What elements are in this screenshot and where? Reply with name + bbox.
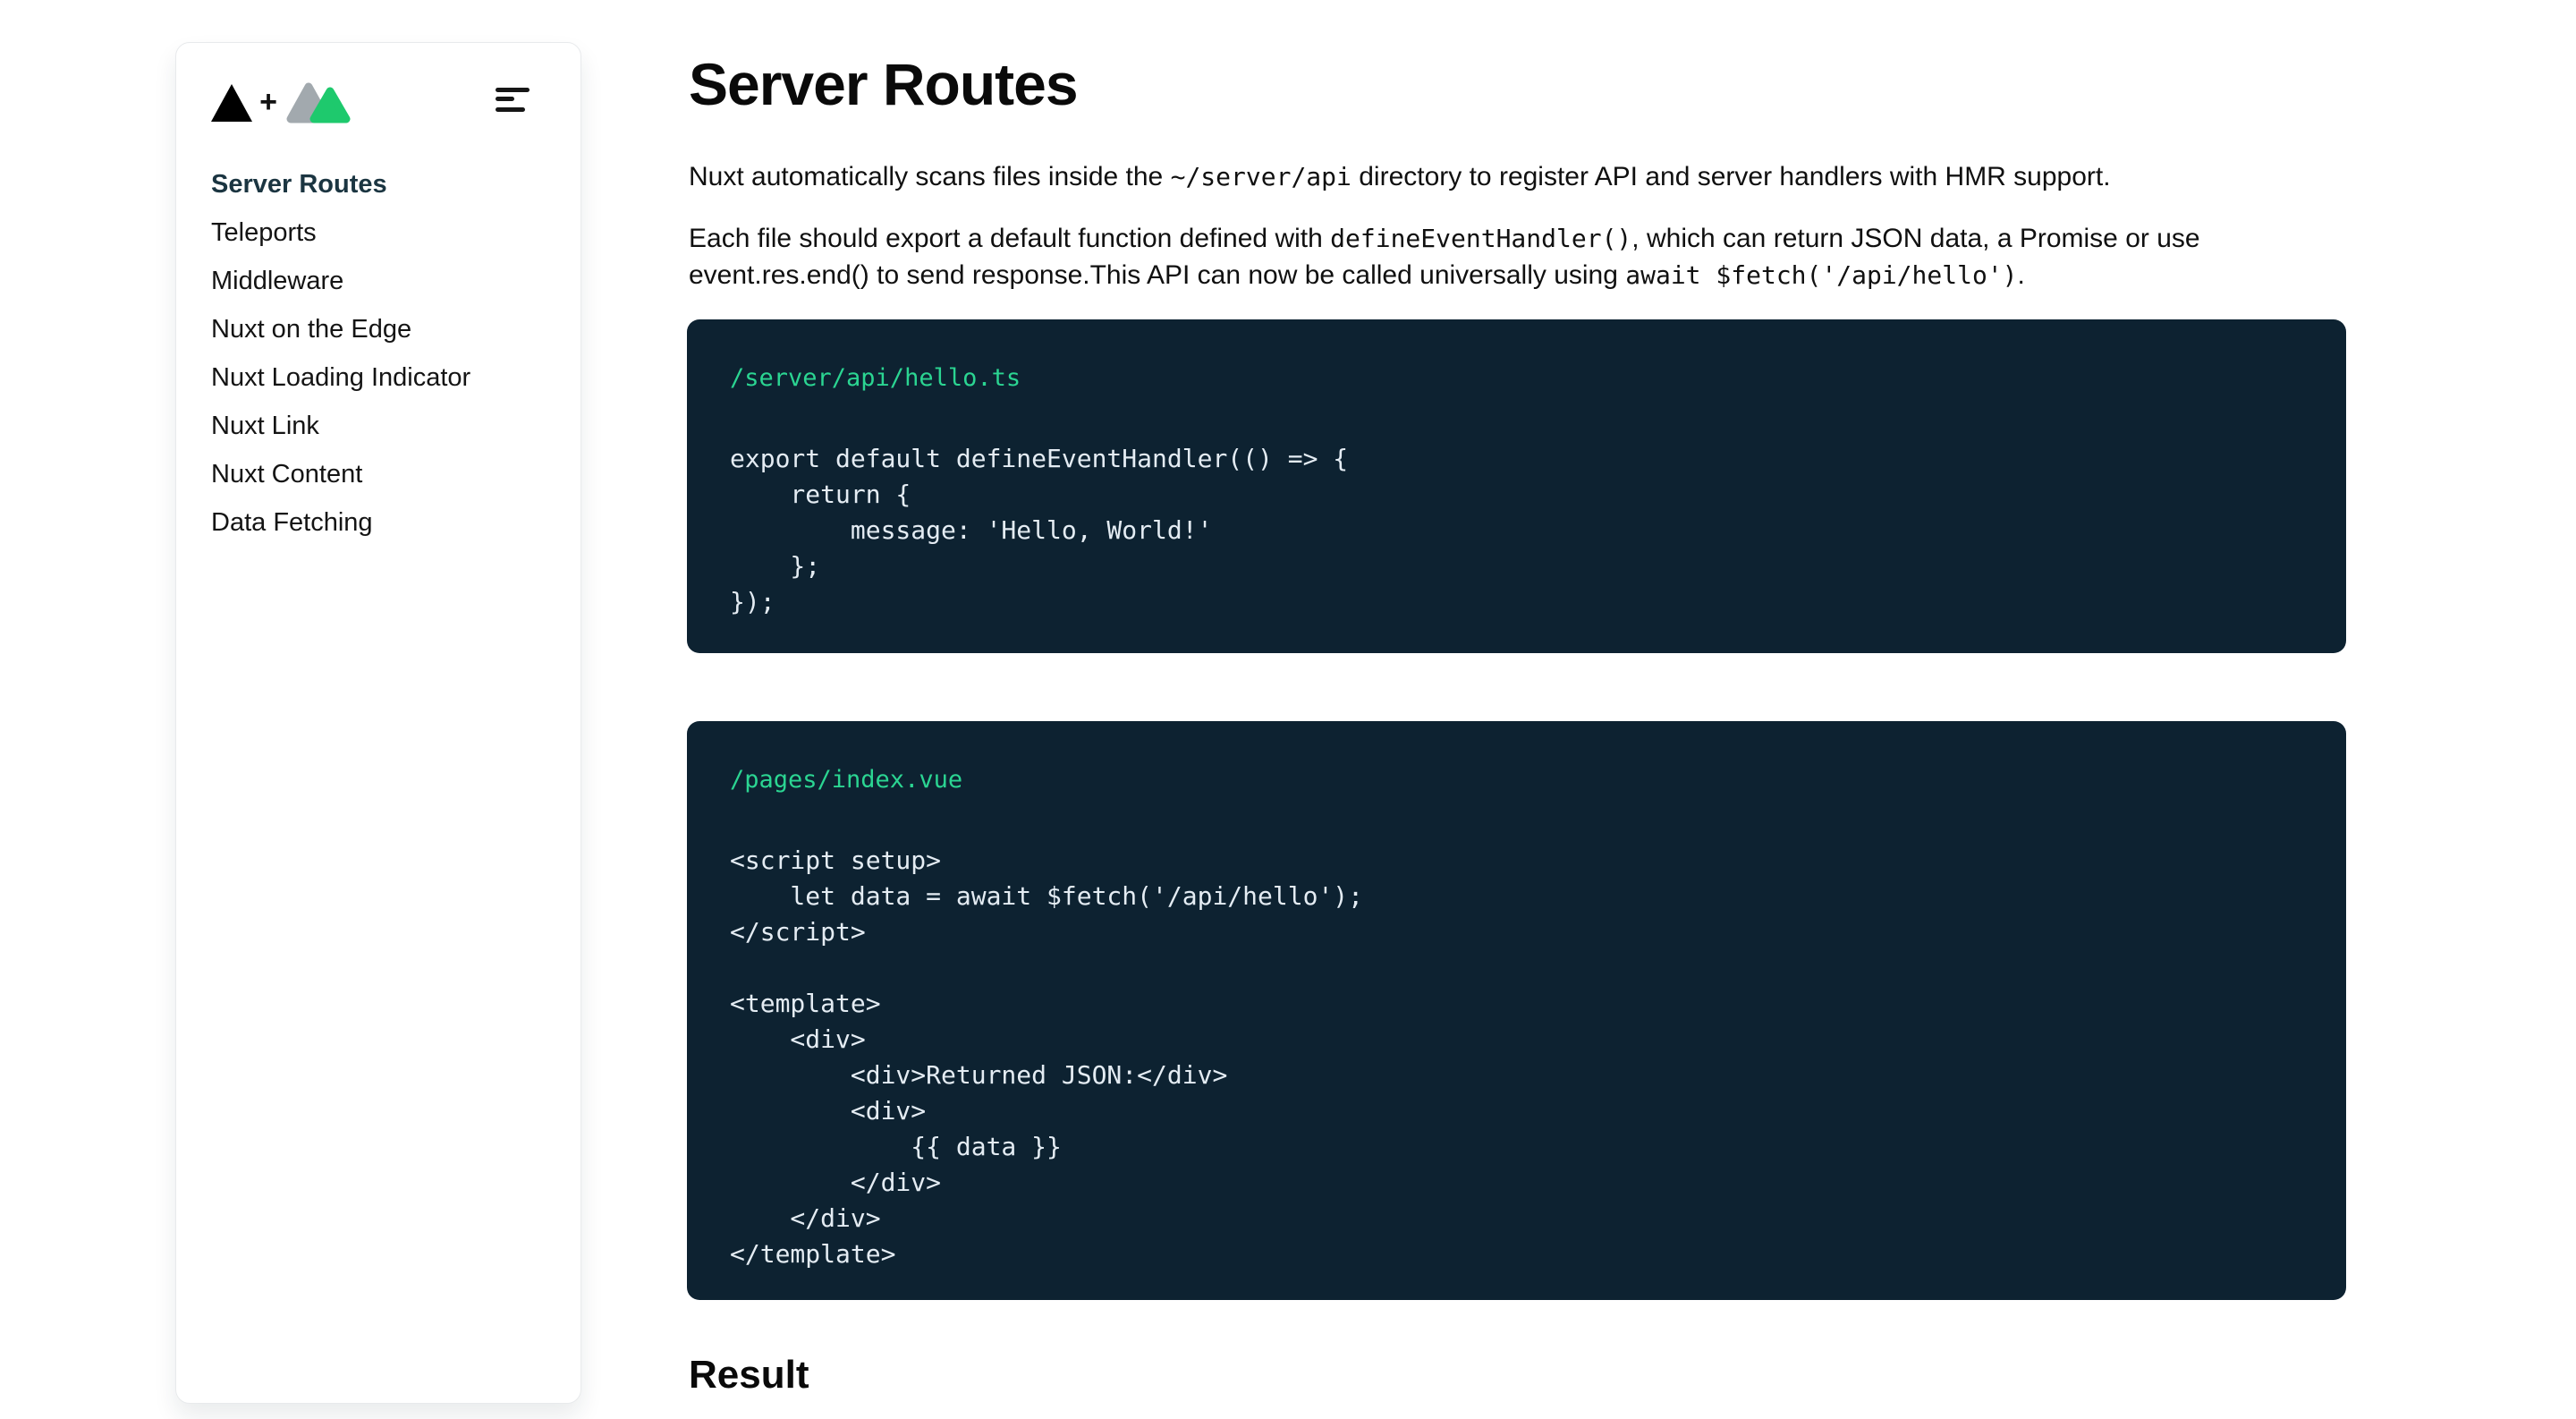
sidebar-item-data-fetching[interactable]: Data Fetching [211,508,373,537]
result-heading: Result [689,1353,809,1397]
inline-code: ~/server/api [1170,162,1352,191]
menu-icon-line [496,88,530,92]
sidebar-item-nuxt-on-the-edge[interactable]: Nuxt on the Edge [211,315,412,344]
code-filename: /pages/index.vue [730,766,963,794]
inline-code: defineEventHandler() [1330,224,1632,253]
code-block-pages-index: /pages/index.vue <script setup> let data… [687,721,2346,1300]
inline-code: await $fetch('/api/hello') [1625,260,2018,290]
sidebar-item-server-routes[interactable]: Server Routes [211,170,387,199]
page-title: Server Routes [689,51,1079,117]
code-content: <script setup> let data = await $fetch('… [730,845,1364,1269]
intro-paragraph-1: Nuxt automatically scans files inside th… [689,162,2111,191]
vercel-triangle-icon [211,84,252,122]
code-block-server-api: /server/api/hello.ts export default defi… [687,319,2346,653]
menu-icon-line [496,107,525,112]
sidebar-item-nuxt-link[interactable]: Nuxt Link [211,412,319,440]
sidebar-item-nuxt-content[interactable]: Nuxt Content [211,460,363,489]
intro-paragraph-2: Each file should export a default functi… [689,224,2200,290]
sidebar-item-teleports[interactable]: Teleports [211,218,317,247]
plus-icon: + [259,85,277,119]
code-filename: /server/api/hello.ts [730,364,1021,392]
sidebar-item-nuxt-loading-indicator[interactable]: Nuxt Loading Indicator [211,363,471,392]
code-content: export default defineEventHandler(() => … [730,444,1349,616]
menu-icon-line [496,97,514,101]
nuxt-logo-icon [286,82,351,123]
menu-icon[interactable] [496,88,531,115]
sidebar-item-middleware[interactable]: Middleware [211,267,344,295]
